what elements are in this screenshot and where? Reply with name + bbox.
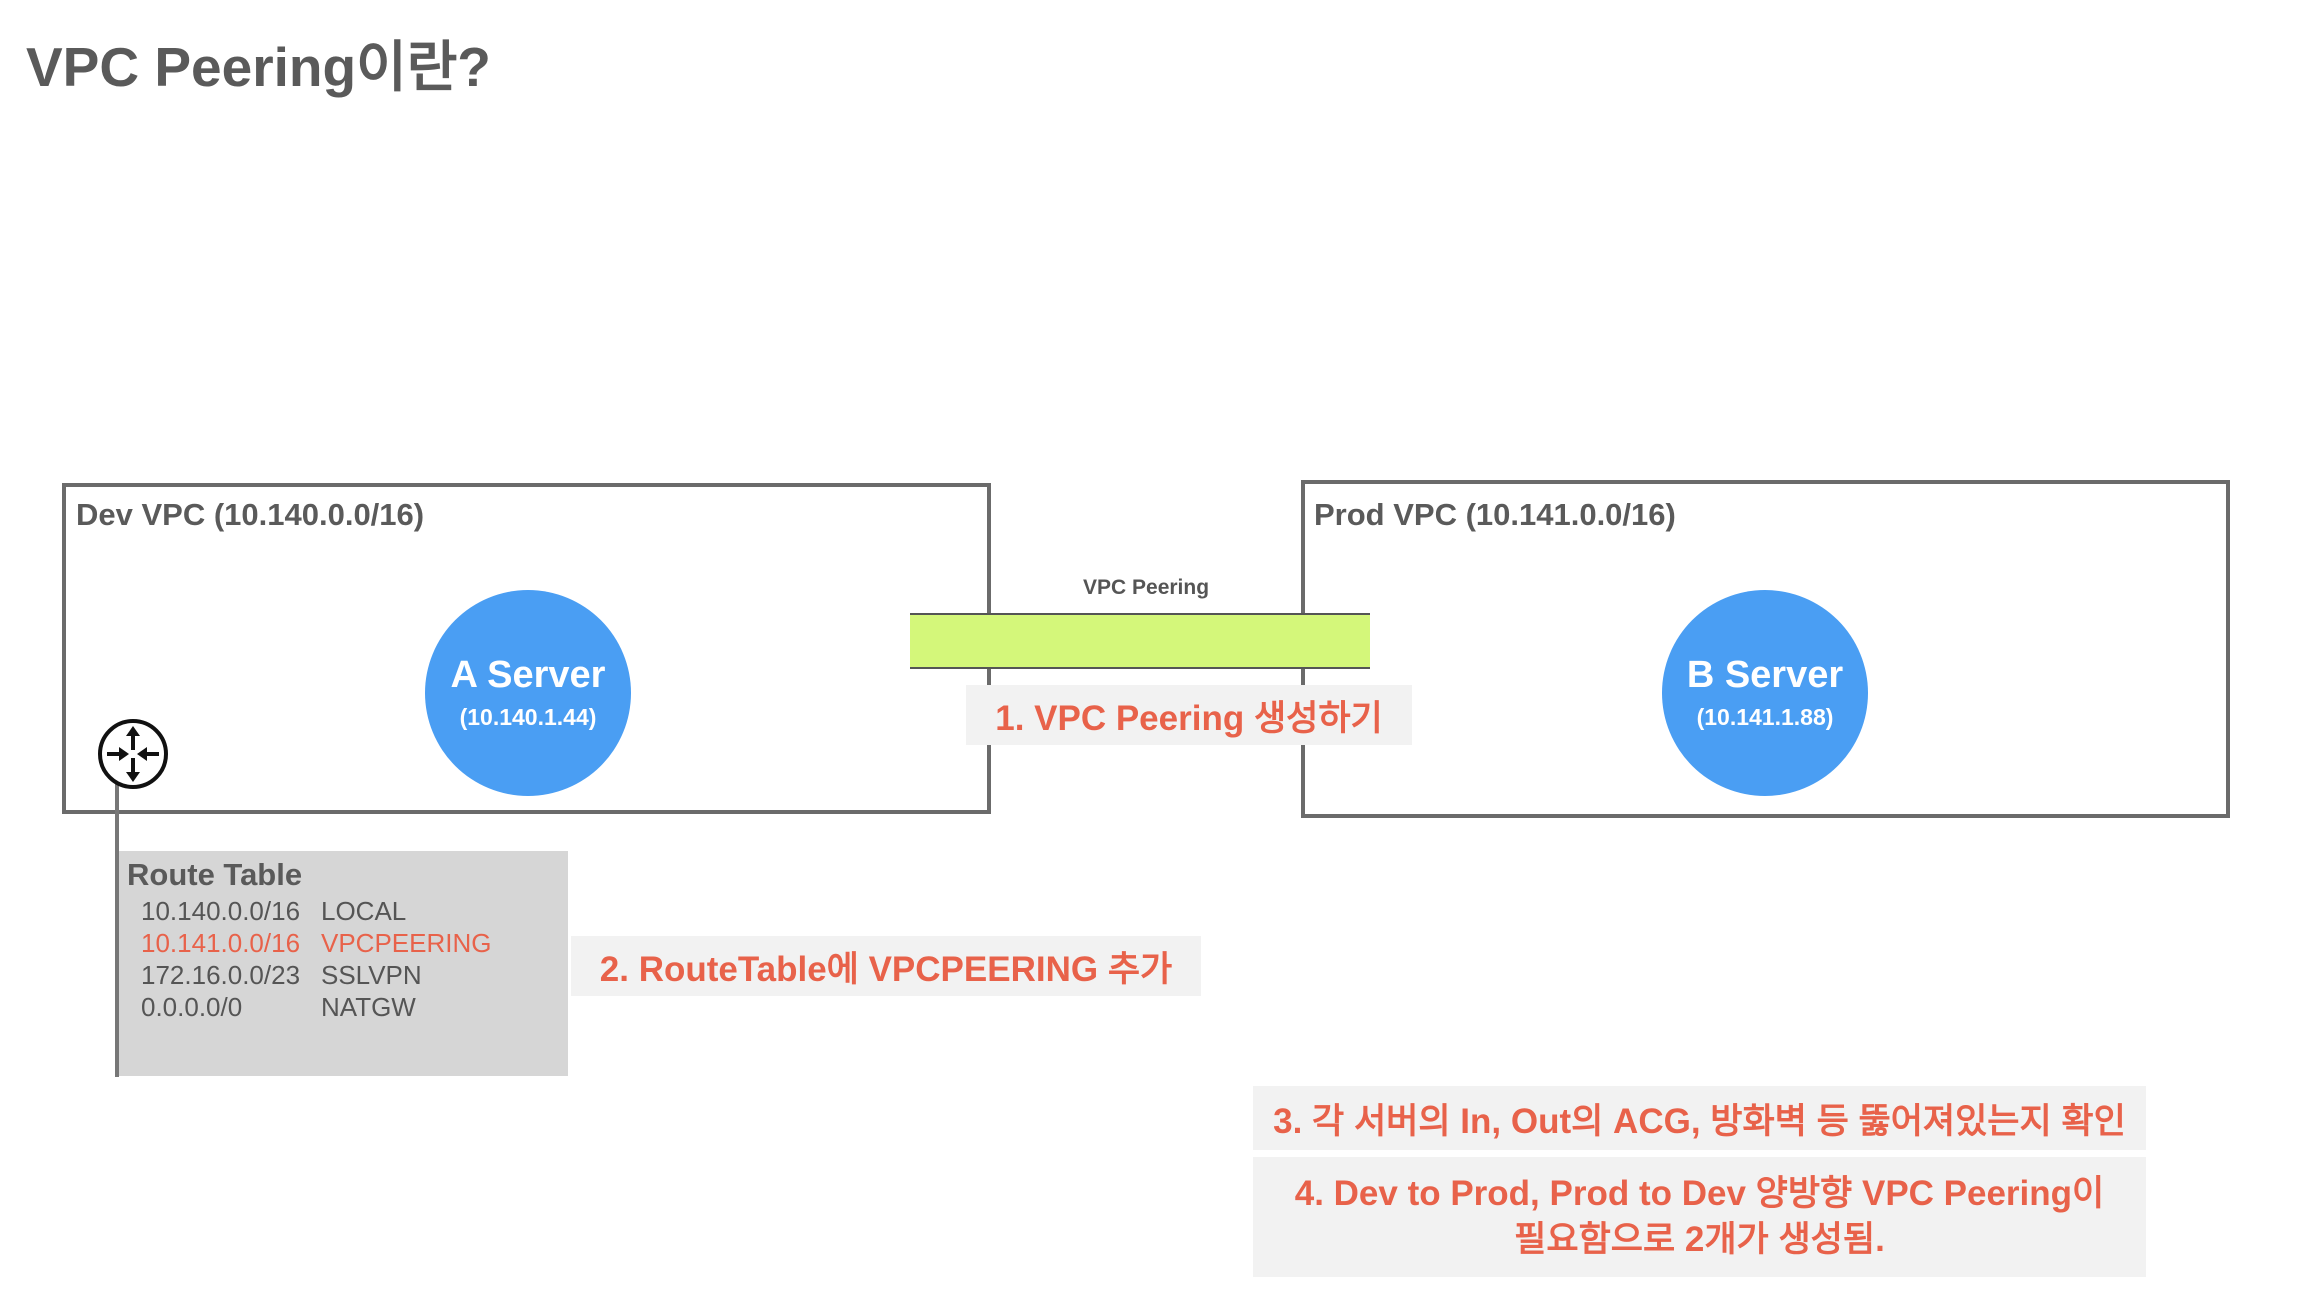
route-cidr: 10.140.0.0/16 bbox=[141, 896, 301, 926]
step-2-note: 2. RouteTable에 VPCPEERING 추가 bbox=[571, 936, 1201, 996]
route-row: 0.0.0.0/0 NATGW bbox=[141, 992, 416, 1023]
route-target: NATGW bbox=[321, 992, 416, 1022]
router-icon bbox=[97, 718, 169, 790]
route-target: LOCAL bbox=[321, 896, 407, 926]
step-3-note: 3. 각 서버의 In, Out의 ACG, 방화벽 등 뚫어져있는지 확인 bbox=[1253, 1086, 2146, 1150]
step-4-line-1: 4. Dev to Prod, Prod to Dev 양방향 VPC Peer… bbox=[1294, 1173, 2105, 1213]
b-server-ip: (10.141.1.88) bbox=[1696, 704, 1834, 731]
router-connector-line bbox=[115, 765, 119, 1077]
step-4-line-2: 필요함으로 2개가 생성됨. bbox=[1514, 1220, 1885, 1259]
step-1-note: 1. VPC Peering 생성하기 bbox=[966, 685, 1412, 745]
prod-vpc-label: Prod VPC (10.141.0.0/16) bbox=[1314, 497, 1676, 532]
page-title: VPC Peering이란? bbox=[26, 36, 491, 98]
dev-vpc-label: Dev VPC (10.140.0.0/16) bbox=[76, 497, 425, 532]
vpc-peering-label: VPC Peering bbox=[1083, 576, 1210, 599]
route-row-vpcpeering: 10.141.0.0/16 VPCPEERING bbox=[141, 928, 492, 959]
route-table: Route Table 10.140.0.0/16 LOCAL 10.141.0.… bbox=[119, 851, 568, 1076]
step-4-note: 4. Dev to Prod, Prod to Dev 양방향 VPC Peer… bbox=[1253, 1157, 2146, 1277]
a-server-name: A Server bbox=[450, 653, 606, 696]
route-cidr: 172.16.0.0/23 bbox=[141, 960, 301, 990]
a-server-node: A Server (10.140.1.44) bbox=[425, 590, 631, 796]
route-row: 10.140.0.0/16 LOCAL bbox=[141, 896, 406, 927]
vpc-peering-bar bbox=[910, 613, 1370, 669]
b-server-node: B Server (10.141.1.88) bbox=[1662, 590, 1868, 796]
route-target: SSLVPN bbox=[321, 960, 422, 990]
route-cidr: 10.141.0.0/16 bbox=[141, 928, 301, 958]
a-server-ip: (10.140.1.44) bbox=[459, 704, 597, 731]
route-cidr: 0.0.0.0/0 bbox=[141, 992, 243, 1022]
route-row: 172.16.0.0/23 SSLVPN bbox=[141, 960, 422, 991]
route-table-title: Route Table bbox=[127, 857, 303, 892]
b-server-name: B Server bbox=[1686, 653, 1844, 696]
route-target: VPCPEERING bbox=[321, 928, 492, 958]
